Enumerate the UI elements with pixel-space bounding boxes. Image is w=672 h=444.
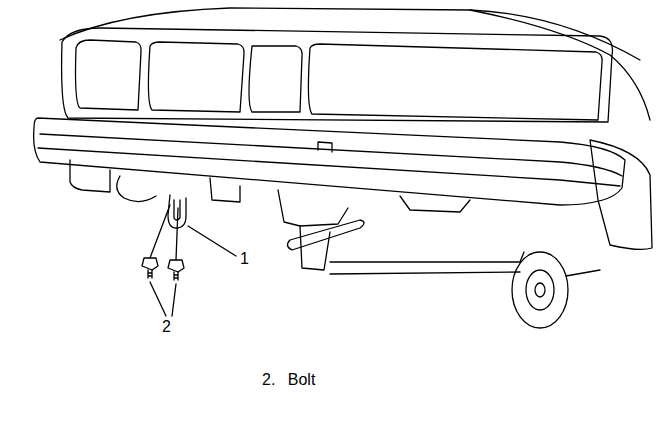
part-legend-text: 2. Bolt — [262, 371, 315, 389]
callout-number: 2 — [162, 318, 171, 336]
callout-number: 1 — [240, 250, 249, 268]
